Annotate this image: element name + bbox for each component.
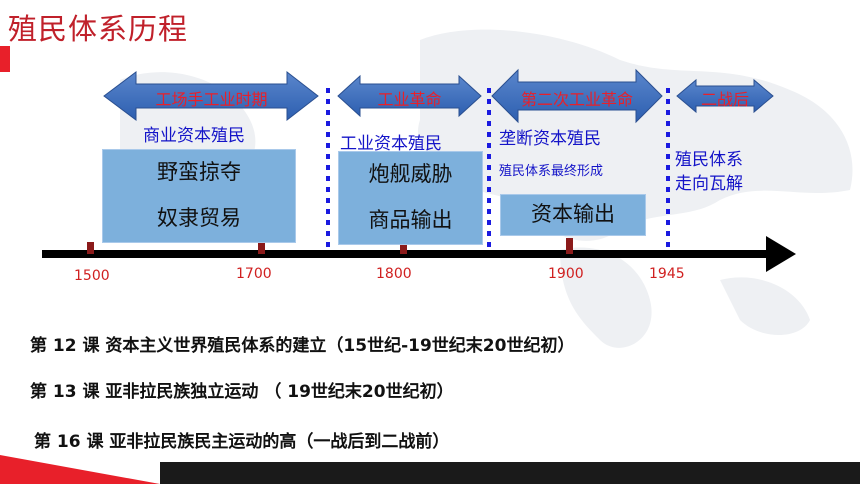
stage-heading-2: 工业资本殖民 [340,134,442,154]
phase-label-3: 第二次工业革命 [520,90,633,109]
stage-box-3-line-1: 资本输出 [531,202,615,226]
timeline-arrowhead [766,236,796,272]
phase-label-1: 工场手工业时期 [155,90,268,109]
stage-heading-1: 商业资本殖民 [143,126,245,146]
stage-heading-4-line-1: 殖民体系 [675,150,743,170]
lesson-16: 第 16 课 亚非拉民族民主运动的高（一战后到二战前） [34,432,450,452]
stage-heading-4-line-2: 走向瓦解 [675,174,743,194]
bottom-red-accent [0,455,160,484]
stage-subheading-3: 殖民体系最终形成 [499,164,604,179]
stage-box-2: 炮舰威胁 商品输出 [338,151,483,245]
year-label-1945: 1945 [649,266,685,282]
year-label-1700: 1700 [236,266,272,282]
stage-box-2-line-1: 炮舰威胁 [368,162,453,186]
phase-arrow-1 [103,70,319,122]
stage-heading-3: 垄断资本殖民 [499,129,601,149]
tick-1500 [87,242,94,254]
year-label-1800: 1800 [376,266,412,282]
phase-arrow-3 [491,68,663,124]
tick-1900 [566,238,573,254]
title-accent-bar [0,46,10,72]
bottom-dark-bar [160,462,860,484]
stage-box-2-line-2: 商品输出 [368,208,453,232]
tick-1700 [258,242,265,254]
stage-box-1-line-2: 奴隶贸易 [157,206,241,230]
stage-box-1: 野蛮掠夺 奴隶贸易 [102,149,296,243]
stage-box-3: 资本输出 [500,194,646,236]
year-label-1900: 1900 [548,266,584,282]
tick-1800 [400,242,407,254]
lesson-13: 第 13 课 亚非拉民族独立运动 （ 19世纪末20世纪初） [30,382,454,402]
phase-label-4: 二战后 [700,90,749,109]
stage-box-1-line-1: 野蛮掠夺 [157,160,241,184]
slide-title: 殖民体系历程 [8,12,189,46]
year-label-1500: 1500 [74,268,110,284]
phase-label-2: 工业革命 [377,90,442,109]
phase-arrow-2 [337,74,482,118]
lesson-12: 第 12 课 资本主义世界殖民体系的建立（15世纪-19世纪末20世纪初） [30,336,575,356]
phase-arrow-4 [676,78,774,114]
